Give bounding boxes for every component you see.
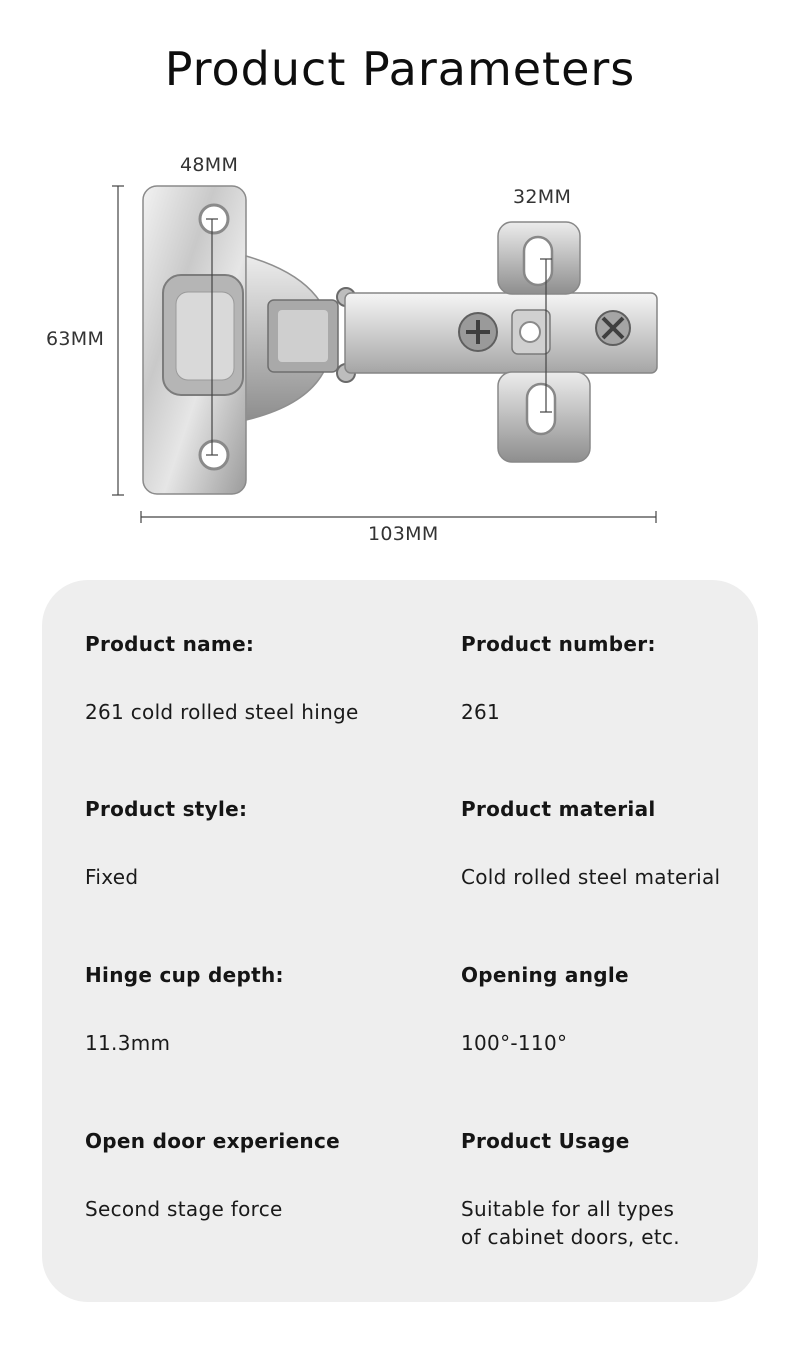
param-value: Fixed xyxy=(85,865,139,889)
param-value: Suitable for all types of cabinet doors,… xyxy=(461,1197,680,1249)
dimension-label-cup-width: 48MM xyxy=(180,154,239,176)
hinge-arm xyxy=(344,292,658,374)
hinge-knuckle xyxy=(267,287,356,383)
hinge-mounting-plate xyxy=(497,221,591,463)
param-product-material: Product material Cold rolled steel mater… xyxy=(461,797,761,891)
param-value: 11.3mm xyxy=(85,1031,171,1055)
param-product-name: Product name: 261 cold rolled steel hing… xyxy=(85,632,385,726)
param-value: 100°-110° xyxy=(461,1031,568,1055)
param-label: Opening angle xyxy=(461,963,629,987)
param-label: Product name: xyxy=(85,632,255,656)
dimension-label-length: 103MM xyxy=(368,523,439,545)
param-label: Product number: xyxy=(461,632,656,656)
parameters-card: Product name: 261 cold rolled steel hing… xyxy=(42,580,758,1302)
dimension-label-plate-spacing: 32MM xyxy=(513,186,572,208)
hinge-cup-plate xyxy=(142,185,247,495)
param-label: Hinge cup depth: xyxy=(85,963,284,987)
param-label: Product style: xyxy=(85,797,248,821)
hinge-illustration xyxy=(112,185,658,523)
param-value: 261 xyxy=(461,700,501,724)
param-value: 261 cold rolled steel hinge xyxy=(85,700,359,724)
param-product-style: Product style: Fixed xyxy=(85,797,385,891)
param-product-number: Product number: 261 xyxy=(461,632,761,726)
param-label: Open door experience xyxy=(85,1129,340,1153)
param-label: Product material xyxy=(461,797,656,821)
param-opening-angle: Opening angle 100°-110° xyxy=(461,963,761,1057)
param-open-door-experience: Open door experience Second stage force xyxy=(85,1129,385,1223)
dimension-lines xyxy=(112,185,657,523)
param-value: Second stage force xyxy=(85,1197,283,1221)
param-product-usage: Product Usage Suitable for all types of … xyxy=(461,1129,761,1251)
param-hinge-cup-depth: Hinge cup depth: 11.3mm xyxy=(85,963,385,1057)
dimension-label-height: 63MM xyxy=(46,328,105,350)
param-label: Product Usage xyxy=(461,1129,630,1153)
param-value: Cold rolled steel material xyxy=(461,865,721,889)
page-title: Product Parameters xyxy=(164,42,636,96)
